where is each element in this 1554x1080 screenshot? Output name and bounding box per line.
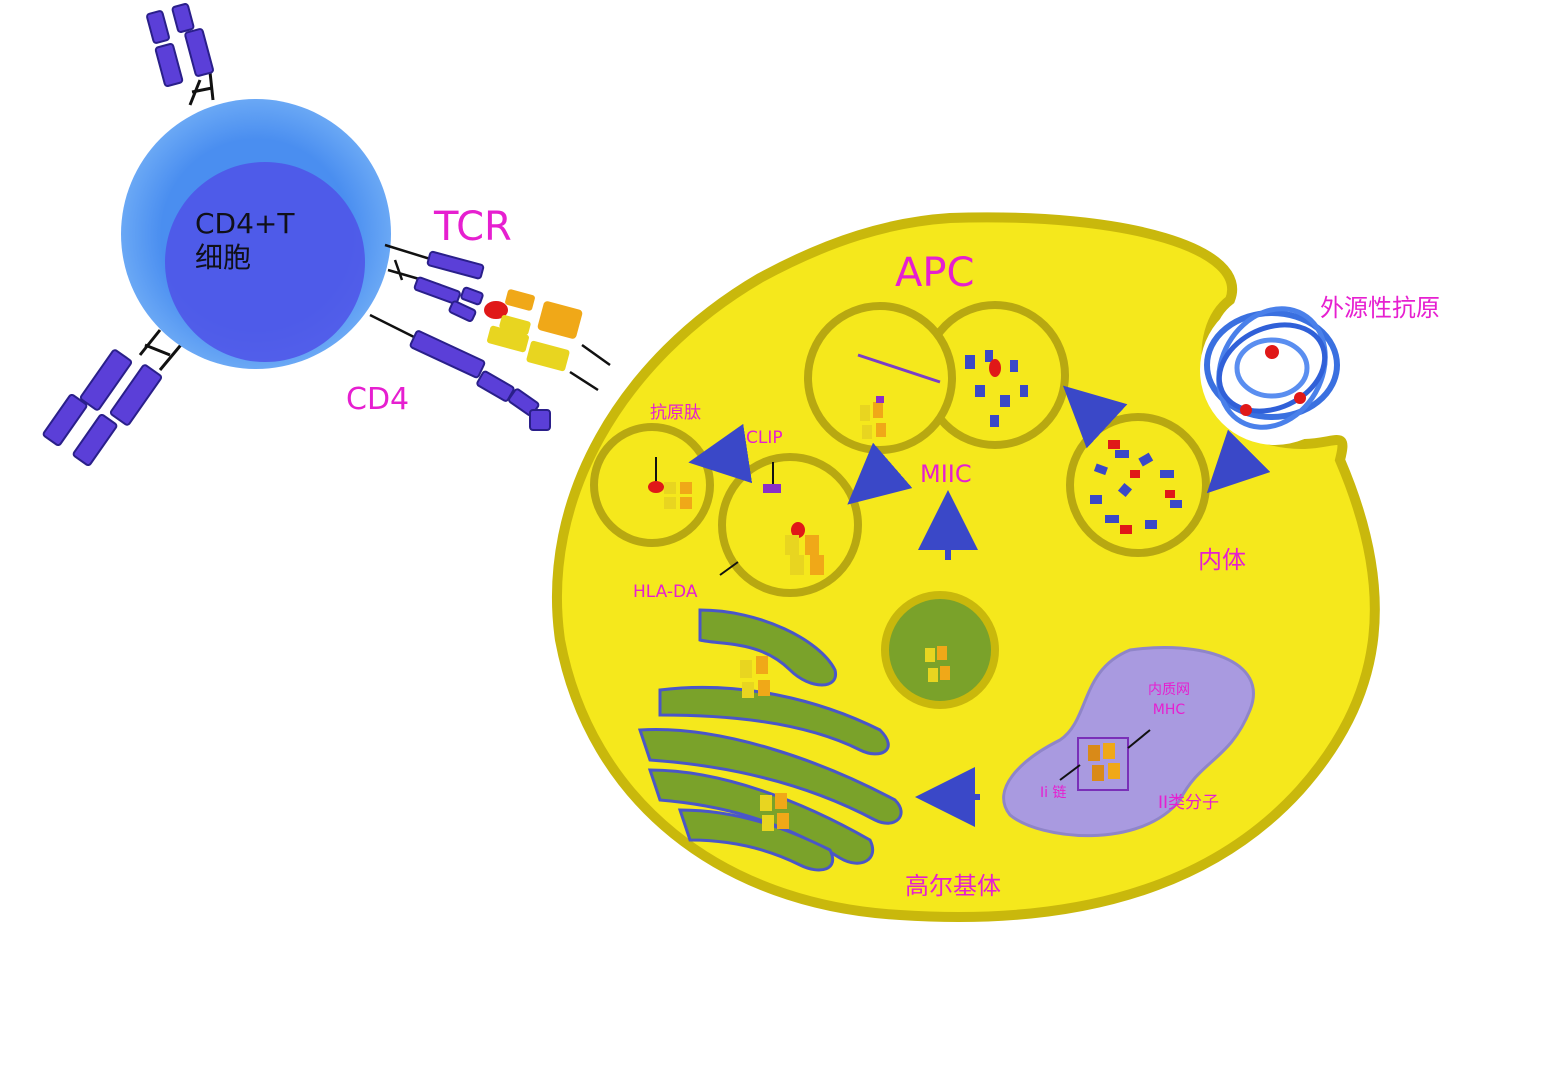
vesicle-endosome [1066, 413, 1210, 557]
apc-label: APC [895, 250, 975, 296]
golgi-mhc [740, 656, 789, 831]
tcr-label: TCR [434, 204, 512, 250]
class-ii-label: II类分子 [1158, 793, 1220, 813]
t-cell-receptor-upper [146, 3, 215, 106]
antigen-peptide-label: 抗原肽 [650, 403, 701, 423]
tcr-cd4-complex [369, 243, 611, 431]
ii-chain-label: Ii 链 [1040, 785, 1067, 801]
peptide-vesicle-contents [648, 457, 692, 509]
miic-label: MIIC [920, 460, 972, 488]
arrow-clip-to-peptide [688, 423, 753, 484]
endosome-label: 内体 [1198, 546, 1246, 574]
t-cell-label-line2: 细胞 [195, 241, 252, 274]
clip-vesicle-contents [719, 462, 824, 576]
golgi-label: 高尔基体 [905, 872, 1001, 900]
t-cell-nucleus [165, 162, 365, 362]
pathway-arrows [688, 385, 1271, 827]
miic-left-contents [857, 353, 941, 439]
endosome-fragments [1090, 440, 1182, 534]
transport-vesicle [881, 591, 999, 709]
t-cell-label-line1: CD4+T [195, 207, 295, 240]
t-cell [42, 3, 391, 467]
exogenous-antigen-label: 外源性抗原 [1320, 294, 1440, 322]
arrow-antigen-to-endosome [1206, 429, 1271, 494]
hla-da-label: HLA-DA [633, 582, 698, 602]
t-cell-label: CD4+T 细胞 [195, 207, 295, 275]
golgi-apparatus [637, 608, 903, 872]
t-cell-receptor-lower [42, 329, 187, 467]
exogenous-antigen [1200, 295, 1350, 445]
cd4-label: CD4 [346, 382, 410, 417]
er-label-line2: MHC [1152, 702, 1186, 718]
miic-fragments [965, 350, 1028, 427]
endoplasmic-reticulum [1002, 646, 1255, 838]
arrow-miic-to-clip [847, 442, 913, 505]
clip-label: CLIP [746, 428, 783, 448]
arrow-endosome-to-miic [1062, 385, 1128, 449]
er-label: 内质网 MHC [1148, 680, 1190, 720]
er-label-line1: 内质网 [1148, 682, 1190, 698]
